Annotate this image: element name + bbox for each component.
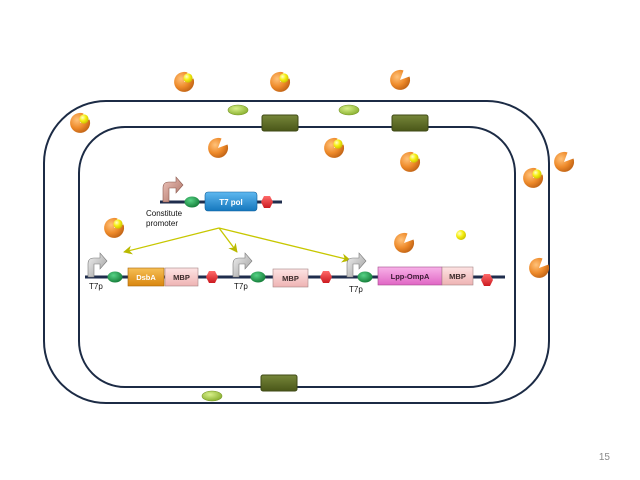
enzyme-with-substrate (270, 71, 291, 92)
enzyme (390, 69, 411, 90)
enzyme-with-substrate (104, 217, 125, 238)
yellow-ball-icon (113, 219, 123, 229)
mbp-label-3: MBP (449, 272, 466, 281)
activation-arrow-3 (218, 227, 351, 263)
enzyme-with-substrate (400, 151, 421, 172)
terminator-red-hexagon-icon (481, 274, 493, 286)
mbp-gene-box-2 (272, 268, 309, 288)
t7-pol-label: T7 pol (219, 198, 243, 207)
outer-membrane (43, 100, 550, 404)
slide-number: 15 (598, 452, 610, 463)
enzyme (208, 137, 229, 158)
pacman-icon (104, 217, 125, 238)
pacman-icon (208, 137, 229, 158)
activation-arrow-2 (218, 227, 238, 253)
enzyme-with-substrate (324, 137, 345, 158)
pacman-icon (324, 137, 345, 158)
mbp-gene-box-1 (164, 267, 199, 287)
pacman-icon (529, 257, 550, 278)
pacman-icon (70, 112, 91, 133)
promoter-t7-bent-arrow-icon (232, 252, 253, 278)
pacman-icon (270, 71, 291, 92)
enzyme-with-substrate (174, 71, 195, 92)
pacman-icon (400, 151, 421, 172)
terminator-red-hexagon-icon (261, 196, 273, 208)
yellow-ball-icon (279, 73, 289, 83)
rbs-green-oval-icon (107, 271, 123, 283)
rbs-green-oval-icon (184, 196, 200, 208)
green-ellipse-icon (227, 104, 249, 116)
mbp-gene-box-3 (441, 266, 474, 286)
t7-pol-gene-box (204, 191, 258, 212)
membrane-pore-icon (260, 374, 298, 392)
dsba-gene-box (127, 267, 165, 287)
constitute-label-line1: Constitute (146, 209, 183, 218)
terminator-red-hexagon-icon (206, 271, 218, 283)
pacman-icon (554, 151, 575, 172)
pacman-icon (523, 167, 544, 188)
pacman-icon (174, 71, 195, 92)
pacman-icon (390, 69, 411, 90)
yellow-ball-icon (79, 114, 89, 124)
enzyme (554, 151, 575, 172)
yellow-ball-icon (456, 230, 466, 240)
lpp-ompa-label: Lpp-OmpA (391, 272, 430, 281)
enzyme-with-substrate (523, 167, 544, 188)
promoter-t7-bent-arrow-icon (346, 252, 367, 278)
enzyme (394, 232, 415, 253)
t7p-label-2: T7p (234, 282, 248, 291)
yellow-ball-icon (532, 169, 542, 179)
terminator-red-hexagon-icon (320, 271, 332, 283)
dsba-label: DsbA (136, 273, 156, 282)
promoter-constitutive-bent-arrow-icon (162, 176, 184, 203)
enzyme (529, 257, 550, 278)
membrane-pore-icon (391, 114, 429, 132)
green-ellipse-icon (201, 390, 223, 402)
constitute-label-line2: promoter (146, 219, 178, 228)
activation-arrow-1 (123, 227, 220, 255)
enzyme-with-substrate (70, 112, 91, 133)
rbs-green-oval-icon (357, 271, 373, 283)
mbp-label-1: MBP (173, 273, 190, 282)
t7p-label-1: T7p (89, 282, 103, 291)
mbp-label-2: MBP (282, 274, 299, 283)
rbs-green-oval-icon (250, 271, 266, 283)
green-ellipse-icon (338, 104, 360, 116)
inner-membrane (78, 126, 516, 388)
yellow-ball-icon (333, 139, 343, 149)
yellow-ball-icon (409, 153, 419, 163)
yellow-ball-icon (183, 73, 193, 83)
t7p-label-3: T7p (349, 285, 363, 294)
promoter-t7-bent-arrow-icon (87, 252, 108, 278)
pacman-icon (394, 232, 415, 253)
membrane-pore-icon (261, 114, 299, 132)
